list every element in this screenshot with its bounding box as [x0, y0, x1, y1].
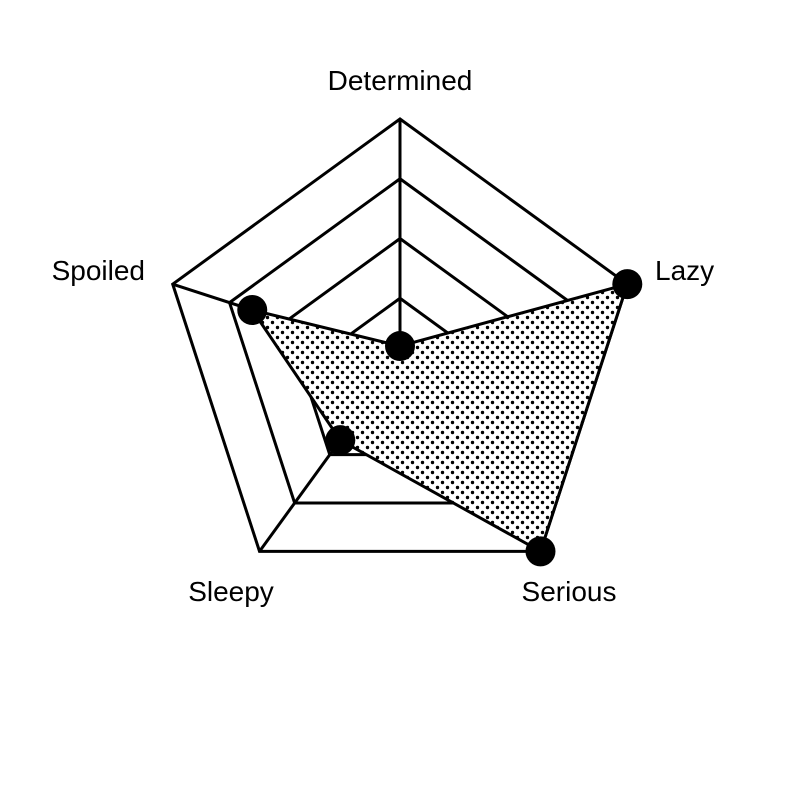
- data-point-determined: [385, 331, 415, 362]
- axis-label-determined: Determined: [328, 65, 473, 96]
- axis-label-spoiled: Spoiled: [52, 255, 145, 286]
- axis-label-lazy: Lazy: [655, 255, 714, 286]
- series-area-0: [248, 281, 630, 554]
- grid-ring-4: [170, 117, 630, 553]
- grid-ring-3: [227, 176, 573, 505]
- axis-label-serious: Serious: [522, 576, 617, 607]
- data-point-sleepy: [325, 425, 356, 456]
- axis-label-sleepy: Sleepy: [188, 576, 274, 607]
- data-point-serious: [525, 536, 556, 567]
- radar-series: [237, 269, 643, 567]
- data-point-lazy: [612, 269, 643, 300]
- data-point-spoiled: [237, 294, 268, 325]
